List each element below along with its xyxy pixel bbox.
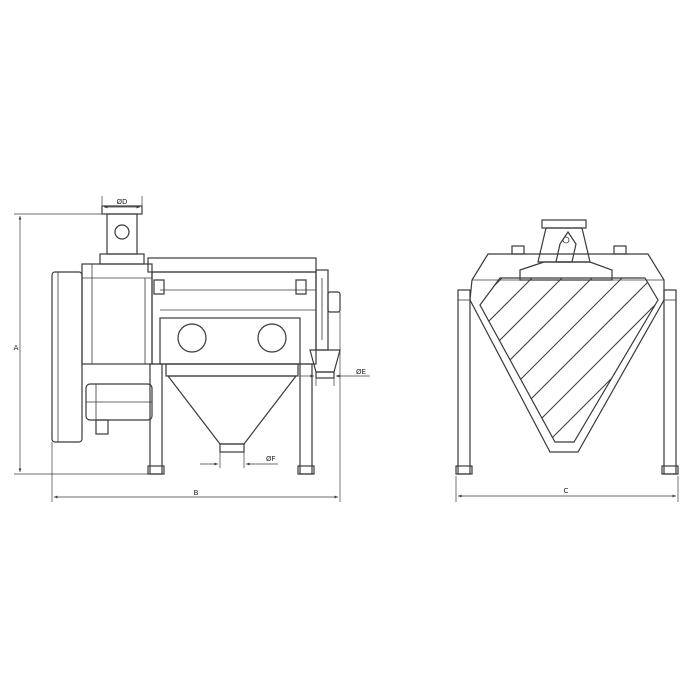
leg-right [299, 363, 313, 475]
front-view [455, 219, 679, 475]
oversize-outlet [309, 349, 341, 373]
drive-housing [81, 263, 153, 365]
side-view [51, 205, 341, 475]
screen-body [147, 257, 317, 273]
rotor-section [479, 277, 659, 443]
inspection-port-left [177, 323, 207, 353]
rotor-hatching [480, 278, 658, 442]
inspection-port-right [257, 323, 287, 353]
dim-b-label: B [194, 489, 199, 497]
flywheel [51, 271, 83, 443]
front-leg-right [663, 289, 677, 475]
hopper-top [165, 363, 299, 377]
leg-left [149, 363, 163, 475]
dim-d-label: ØD [117, 198, 128, 206]
inlet-sight-hole [114, 224, 130, 240]
dim-f-label: ØF [266, 455, 276, 463]
hopper [166, 375, 298, 445]
dim-e-label: ØE [356, 368, 366, 376]
front-leg-left [457, 289, 471, 475]
dim-a-label: A [14, 344, 19, 352]
front-inlet-valve [555, 230, 577, 263]
dim-c-label: C [564, 487, 569, 495]
inlet-pipe [106, 213, 138, 255]
front-inlet-flange [541, 219, 587, 229]
end-bearing [327, 291, 341, 313]
dimensions: A B ØD ØE ØF C [14, 196, 679, 502]
hopper-outlet [219, 443, 245, 453]
